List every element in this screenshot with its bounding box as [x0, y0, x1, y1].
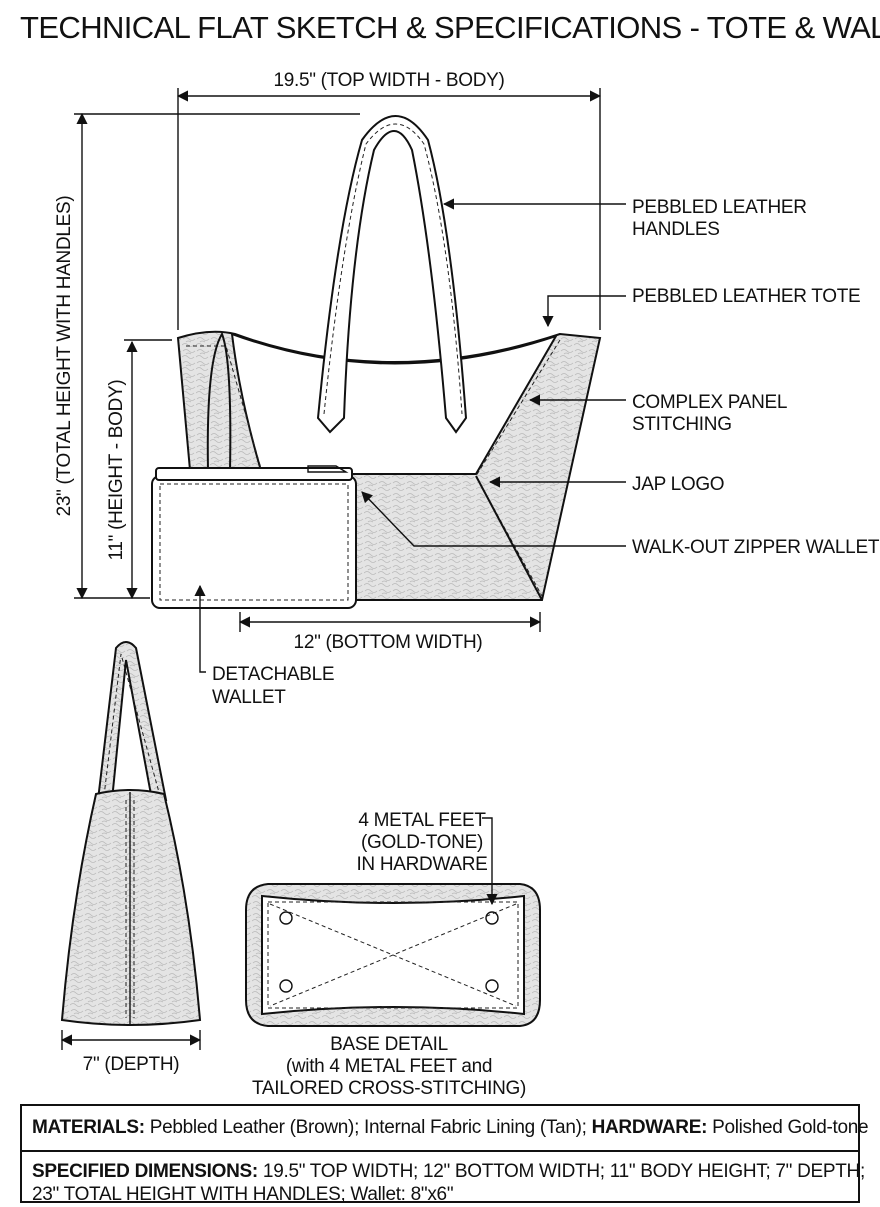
- materials-label: MATERIALS:: [32, 1117, 145, 1138]
- metal-foot-icon: [279, 979, 293, 993]
- metal-foot-icon: [279, 911, 293, 925]
- materials-row: MATERIALS: Pebbled Leather (Brown); Inte…: [32, 1116, 869, 1139]
- dim-top-width: 19.5" (TOP WIDTH - BODY): [273, 70, 504, 91]
- dim-bottom-width: 12" (BOTTOM WIDTH): [294, 632, 483, 653]
- dimensions-row: SPECIFIED DIMENSIONS: 19.5" TOP WIDTH; 1…: [32, 1160, 865, 1206]
- callout-zipper-wallet: WALK-OUT ZIPPER WALLET: [632, 537, 880, 558]
- callout-feet-line3: IN HARDWARE: [356, 854, 487, 875]
- callout-stitching-line2: STITCHING: [632, 414, 732, 435]
- feet-leader: [482, 817, 498, 906]
- wallet-stitch: [159, 483, 349, 601]
- callout-wallet-line1: DETACHABLE: [212, 664, 334, 685]
- handle-stitch: [323, 123, 463, 415]
- metal-feet: [279, 911, 499, 993]
- callout-handles-line1: PEBBLED LEATHER: [632, 197, 807, 218]
- callout-feet-line2: (GOLD-TONE): [361, 832, 483, 853]
- callout-wallet-line2: WALLET: [212, 687, 286, 708]
- dimensions-line1: 19.5" TOP WIDTH; 12" BOTTOM WIDTH; 11" B…: [257, 1161, 865, 1182]
- panel-stitch-left: [186, 345, 263, 473]
- detachable-wallet: [151, 475, 357, 609]
- wallet-strap: [206, 331, 232, 471]
- specifications-box: MATERIALS: Pebbled Leather (Brown); Inte…: [20, 1104, 869, 1206]
- side-handle: [96, 641, 168, 801]
- panel-seam: [475, 475, 543, 601]
- base-detail-line3: TAILORED CROSS-STITCHING): [252, 1078, 526, 1099]
- hardware-label: HARDWARE:: [591, 1117, 708, 1138]
- dim-body-height: 11" (HEIGHT - BODY): [106, 380, 127, 561]
- sheet-title: TECHNICAL FLAT SKETCH & SPECIFICATIONS -…: [20, 10, 880, 45]
- callout-stitching-line1: COMPLEX PANEL: [632, 392, 787, 413]
- base-cross-stitch: [269, 903, 517, 1007]
- side-handle-stitch: [103, 653, 161, 797]
- dim-depth: 7" (DEPTH): [83, 1054, 180, 1075]
- dimensions-label: SPECIFIED DIMENSIONS:: [32, 1161, 258, 1182]
- tote-front-view: [151, 115, 602, 609]
- dim-total-height: 23" (TOTAL HEIGHT WITH HANDLES): [54, 196, 75, 517]
- base-detail-line2: (with 4 METAL FEET and: [286, 1056, 492, 1077]
- callout-logo: JAP LOGO: [632, 474, 724, 495]
- tote-side-view: 7" (DEPTH): [60, 641, 202, 1075]
- metal-foot-icon: [485, 911, 499, 925]
- side-seam-stitch: [125, 800, 135, 1018]
- wallet-zipper-track: [155, 467, 353, 481]
- callout-feet-line1: 4 METAL FEET: [358, 810, 486, 831]
- materials-text: Pebbled Leather (Brown); Internal Fabric…: [144, 1117, 592, 1138]
- front-dimensions: 19.5" (TOP WIDTH - BODY) 23" (TOTAL HEIG…: [54, 70, 602, 653]
- callout-tote: PEBBLED LEATHER TOTE: [632, 286, 860, 307]
- base-detail-line1: BASE DETAIL: [330, 1034, 448, 1055]
- hardware-text: Polished Gold-tone: [707, 1117, 869, 1138]
- tote-base-view: 4 METAL FEET (GOLD-TONE) IN HARDWARE BAS…: [245, 810, 541, 1099]
- metal-foot-icon: [485, 979, 499, 993]
- side-body: [60, 789, 202, 1026]
- zipper-pull-icon: [307, 465, 349, 473]
- dimensions-line2: 23" TOTAL HEIGHT WITH HANDLES; Wallet: 8…: [32, 1184, 454, 1205]
- spec-divider: [22, 1150, 858, 1152]
- callout-handles-line2: HANDLES: [632, 219, 720, 240]
- tote-handle: [316, 115, 468, 434]
- front-callouts: PEBBLED LEATHER HANDLES PEBBLED LEATHER …: [194, 197, 880, 708]
- tote-top-opening: [230, 332, 559, 475]
